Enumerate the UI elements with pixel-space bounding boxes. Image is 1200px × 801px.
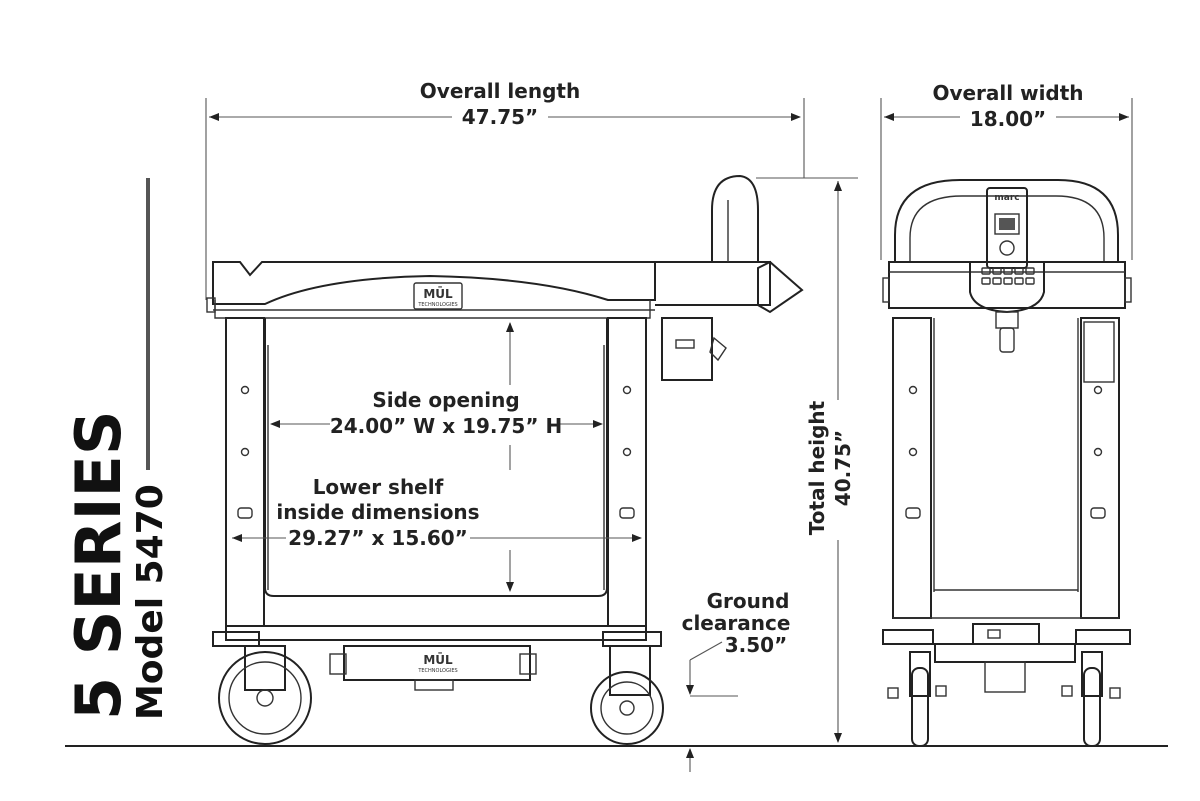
overall-width-value: 18.00”	[970, 107, 1046, 131]
lower-shelf-dimension: Lower shelf inside dimensions 29.27” x 1…	[232, 475, 642, 550]
ground-clearance-label-1: Ground	[707, 589, 790, 613]
overall-length-label: Overall length	[420, 79, 580, 103]
overall-length-dimension: Overall length 47.75”	[205, 79, 805, 300]
model-number: Model 5470	[130, 484, 171, 720]
overall-length-value: 47.75”	[462, 105, 538, 129]
side-view-cart: MŪL TECHNOLOGIES MŪL TECHNOLOGIES	[206, 174, 804, 745]
lower-shelf-label-1: Lower shelf	[313, 475, 444, 499]
side-opening-value: 24.00” W x 19.75” H	[330, 414, 562, 438]
overall-width-dimension: Overall width 18.00”	[880, 81, 1133, 260]
total-height-label: Total height	[805, 400, 829, 535]
lower-shelf-label-2: inside dimensions	[276, 500, 479, 524]
front-view-cart: marc	[882, 179, 1132, 747]
side-logo: MŪL	[423, 286, 453, 301]
side-opening-label: Side opening	[372, 388, 519, 412]
ground-clearance-label-2: clearance	[682, 611, 791, 635]
overall-width-label: Overall width	[932, 81, 1083, 105]
total-height-value: 40.75”	[831, 430, 855, 506]
series-title: 5 SERIES	[62, 410, 135, 720]
ground-clearance-value: 3.50”	[725, 633, 788, 657]
lower-shelf-value: 29.27” x 15.60”	[288, 526, 468, 550]
battery-logo: MŪL	[423, 652, 453, 667]
marc-logo: marc	[994, 193, 1019, 203]
side-logo-sub: TECHNOLOGIES	[417, 302, 457, 308]
side-opening-dimension: Side opening 24.00” W x 19.75” H	[270, 322, 603, 592]
ground-clearance-dimension: Ground clearance 3.50”	[682, 589, 791, 772]
keypad-keys	[981, 267, 1035, 285]
battery-logo-sub: TECHNOLOGIES	[417, 668, 457, 674]
total-height-dimension: Total height 40.75”	[756, 177, 858, 743]
